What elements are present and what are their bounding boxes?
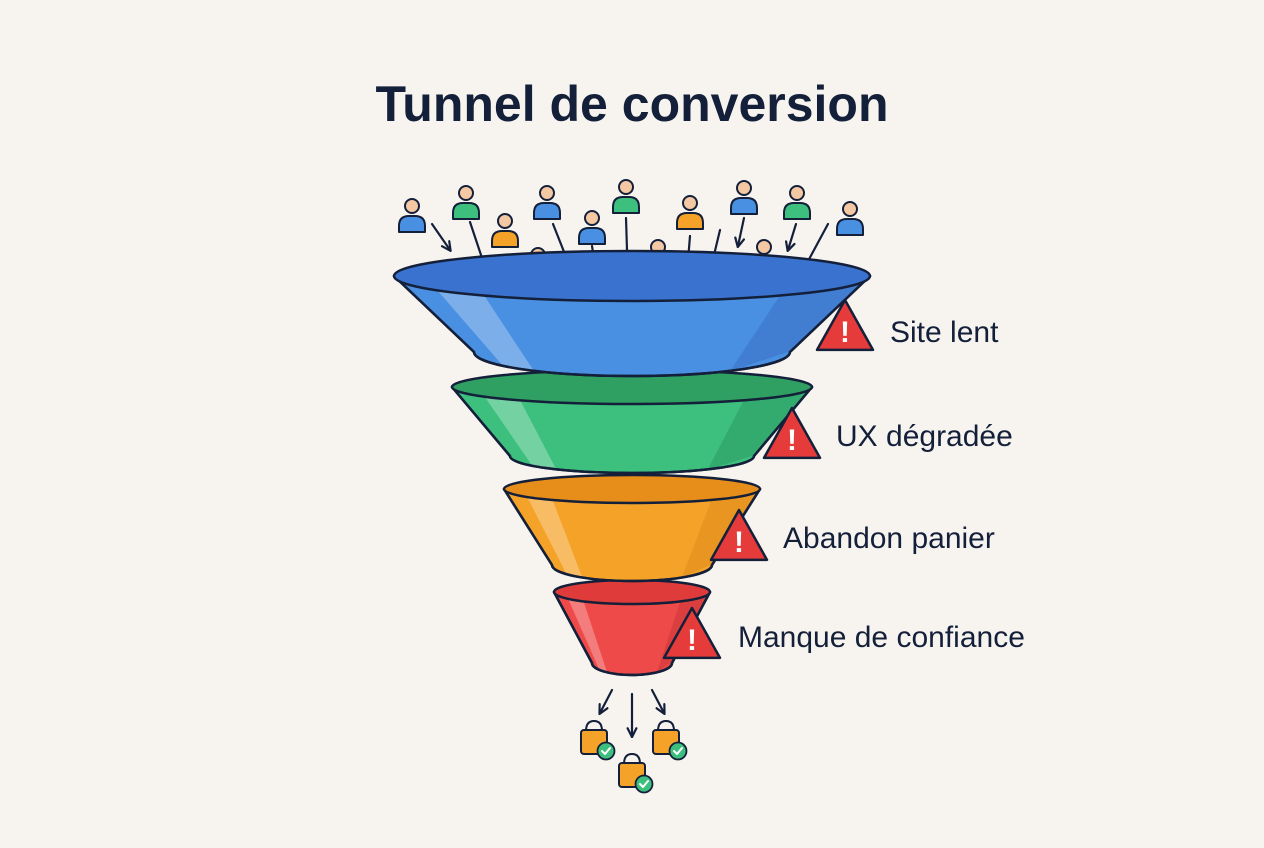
person-icon bbox=[578, 210, 606, 245]
check-icon bbox=[634, 774, 654, 794]
funnel-stage-outline bbox=[552, 590, 712, 677]
shopping-bag-icon bbox=[580, 719, 616, 761]
funnel-stage-rim bbox=[392, 249, 872, 303]
shopping-bag-icon bbox=[652, 719, 688, 761]
warning-icon: ! bbox=[662, 606, 722, 660]
person-icon bbox=[533, 185, 561, 220]
funnel-stage-shade bbox=[729, 278, 867, 372]
funnel-stage-outline bbox=[450, 385, 814, 475]
flow-arrow bbox=[598, 688, 614, 716]
stage-label: Manque de confiance bbox=[738, 621, 1025, 654]
funnel-stage: ! Site lent bbox=[392, 249, 999, 378]
funnel-stage-highlight bbox=[568, 598, 608, 673]
flow-arrow bbox=[734, 216, 746, 249]
funnel: ! Manque de confiance! Abandon panier! UX d… bbox=[392, 249, 1025, 677]
stage-label: Site lent bbox=[890, 316, 999, 349]
person-icon bbox=[398, 198, 426, 233]
flow-arrow bbox=[650, 688, 666, 716]
person-icon bbox=[676, 195, 704, 230]
person-icon bbox=[783, 185, 811, 220]
funnel-stage: ! Manque de confiance bbox=[552, 578, 1025, 677]
flow-arrow bbox=[430, 222, 452, 253]
stage-label: UX dégradée bbox=[836, 420, 1013, 453]
svg-text:!: ! bbox=[787, 424, 797, 457]
page-title: Tunnel de conversion bbox=[375, 76, 888, 132]
person-icon bbox=[730, 180, 758, 215]
warning-icon: ! bbox=[709, 508, 769, 562]
funnel-stage: ! Abandon panier bbox=[502, 473, 995, 583]
funnel-stage-shade bbox=[707, 389, 809, 470]
check-icon bbox=[596, 741, 616, 761]
funnel-stage: ! UX dégradée bbox=[450, 368, 1013, 475]
check-icon bbox=[668, 741, 688, 761]
svg-text:!: ! bbox=[687, 624, 697, 657]
funnel-stage-highlight bbox=[484, 396, 557, 470]
conversions-group bbox=[580, 688, 688, 794]
funnel-stage-rim bbox=[552, 578, 712, 606]
shopping-bag-icon bbox=[618, 752, 654, 794]
warning-icon: ! bbox=[815, 298, 875, 352]
person-icon bbox=[452, 185, 480, 220]
funnel-stage-outline bbox=[502, 487, 762, 583]
person-icon bbox=[612, 179, 640, 214]
warning-icon: ! bbox=[762, 406, 822, 460]
stage-label: Abandon panier bbox=[783, 522, 995, 555]
funnel-stage-highlight bbox=[527, 496, 583, 578]
flow-arrow bbox=[784, 222, 798, 253]
funnel-stage-highlight bbox=[436, 289, 535, 372]
funnel-stage-outline bbox=[392, 274, 872, 378]
svg-text:!: ! bbox=[840, 316, 850, 349]
person-icon bbox=[836, 201, 864, 236]
funnel-stage-rim bbox=[502, 473, 762, 505]
person-icon bbox=[491, 213, 519, 248]
svg-text:!: ! bbox=[734, 526, 744, 559]
